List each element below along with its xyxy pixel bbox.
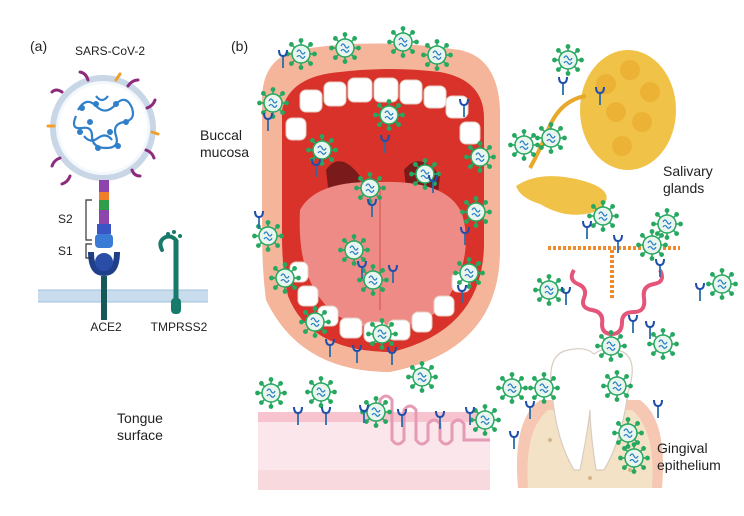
tongue [299,181,466,329]
panel-a-label: (a) [30,38,48,54]
tongue-surface-label: Tongue surface [100,410,180,444]
salivary-glands-label: Salivary glands [663,163,713,197]
tmprss2-label: TMPRSS2 [150,320,208,334]
ace2-receptor-icon [88,252,120,320]
salivary-line-1: Salivary [663,163,713,179]
buccal-line-1: Buccal [200,127,243,143]
ace2-label: ACE2 [90,320,122,334]
virus-label: SARS-CoV-2 [74,44,146,58]
tongue-line-2: surface [117,427,163,443]
tooth-gingiva [516,348,664,488]
panel-a-virus-binding [38,70,208,320]
gingival-line-1: Gingival [657,440,708,456]
glandular-epithelium [548,246,680,337]
buccal-mucosa-label: Buccal mucosa [200,127,249,161]
salivary-gland [516,50,676,215]
tmprss2-protease-icon [158,230,182,314]
buccal-line-2: mucosa [200,144,250,160]
cell-membrane [38,290,208,302]
tongue-line-1: Tongue [117,410,163,426]
gingival-epithelium-label: Gingival epithelium [657,440,721,474]
spike-subunit-brackets [85,199,92,259]
sars-cov-2-virion [46,70,160,186]
panel-b-label: (b) [231,38,249,54]
gingival-line-2: epithelium [657,457,721,473]
panel-b-oral-cavity [252,26,738,490]
spike-s1-label: S1 [58,244,73,258]
spike-s2-label: S2 [58,212,73,226]
salivary-line-2: glands [663,180,705,196]
spike-protein [95,180,113,248]
open-mouth [262,43,500,373]
